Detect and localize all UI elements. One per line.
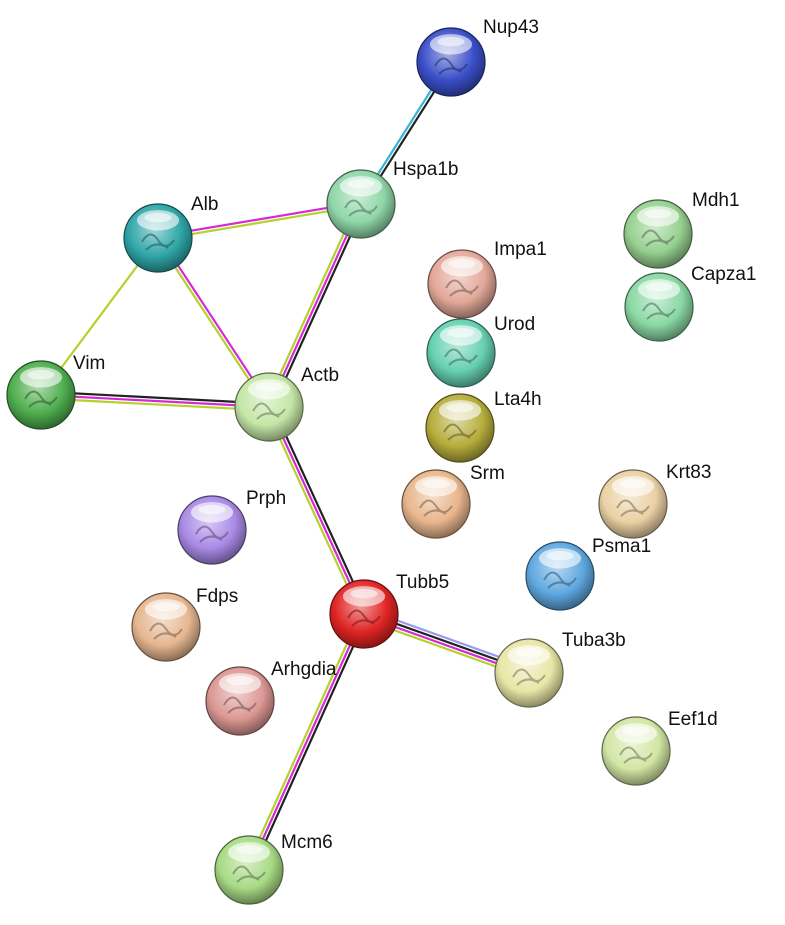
edge-evidence-line [270, 204, 366, 410]
protein-structure-icon [444, 348, 478, 366]
node-lta4h[interactable]: Lta4h [425, 389, 542, 463]
edge-evidence-line [251, 614, 369, 873]
sphere-shine [235, 844, 263, 855]
node-krt83[interactable]: Krt83 [598, 462, 711, 539]
protein-structure-icon [252, 402, 286, 420]
protein-structure-icon [419, 499, 453, 517]
protein-structure-icon [232, 865, 266, 883]
node-label-mcm6: Mcm6 [281, 832, 333, 853]
protein-structure-icon [443, 423, 477, 441]
sphere-shine [152, 601, 180, 612]
sphere-shine [645, 281, 673, 292]
protein-structure-icon [141, 233, 175, 251]
sphere-shine [347, 178, 375, 189]
sphere-shine [226, 675, 254, 686]
node-label-prph: Prph [246, 488, 286, 509]
node-hspa1b[interactable]: Hspa1b [326, 159, 459, 239]
node-vim[interactable]: Vim [6, 353, 105, 430]
node-label-urod: Urod [494, 314, 535, 335]
sphere-shine [446, 402, 474, 413]
node-label-krt83: Krt83 [666, 462, 711, 483]
sphere-shine [437, 36, 465, 47]
node-capza1[interactable]: Capza1 [624, 264, 757, 342]
edge-evidence-line [270, 404, 369, 614]
edge-actb-tubb5 [264, 404, 369, 617]
sphere-shine [447, 327, 475, 338]
node-actb[interactable]: Actb [234, 365, 339, 442]
node-eef1d[interactable]: Eef1d [601, 709, 718, 786]
node-label-srm: Srm [470, 463, 505, 484]
sphere-shine [448, 258, 476, 269]
node-tuba3b[interactable]: Tuba3b [494, 630, 626, 708]
edge-evidence-line [39, 397, 270, 412]
node-label-nup43: Nup43 [483, 17, 539, 38]
node-arhgdia[interactable]: Arhgdia [205, 659, 337, 736]
edges-layer [39, 59, 532, 873]
protein-structure-icon [543, 571, 577, 589]
edge-evidence-line [267, 202, 363, 409]
protein-structure-icon [149, 622, 183, 640]
sphere-shine [198, 504, 226, 515]
edge-evidence-line [264, 407, 363, 617]
edge-tubb5-mcm6 [244, 611, 369, 873]
node-label-fdps: Fdps [196, 586, 238, 607]
node-label-eef1d: Eef1d [668, 709, 718, 730]
node-label-mdh1: Mdh1 [692, 190, 740, 211]
sphere-shine [644, 208, 672, 219]
node-label-actb: Actb [301, 365, 339, 386]
sphere-shine [619, 478, 647, 489]
node-mcm6[interactable]: Mcm6 [214, 832, 333, 905]
node-label-psma1: Psma1 [592, 536, 651, 557]
sphere-shine [27, 369, 55, 380]
protein-structure-icon [445, 279, 479, 297]
node-label-vim: Vim [73, 353, 105, 374]
protein-structure-icon [641, 229, 675, 247]
node-nup43[interactable]: Nup43 [416, 17, 539, 97]
protein-structure-icon [512, 668, 546, 686]
protein-structure-icon [434, 57, 468, 75]
sphere-shine [255, 381, 283, 392]
edge-evidence-line [267, 405, 366, 616]
protein-structure-icon [642, 302, 676, 320]
protein-structure-icon [24, 390, 58, 408]
protein-structure-icon [619, 746, 653, 764]
sphere-shine [546, 550, 574, 561]
protein-structure-icon [347, 609, 381, 627]
node-urod[interactable]: Urod [426, 314, 535, 388]
node-alb[interactable]: Alb [123, 194, 218, 273]
edge-evidence-line [264, 201, 360, 407]
node-label-alb: Alb [191, 194, 218, 215]
edge-evidence-line [39, 393, 271, 409]
edge-evidence-line [247, 612, 366, 872]
sphere-shine [622, 725, 650, 736]
node-label-capza1: Capza1 [691, 264, 757, 285]
edge-evidence-line [244, 611, 362, 870]
sphere-shine [350, 588, 378, 599]
sphere-shine [144, 212, 172, 223]
node-label-tubb5: Tubb5 [396, 572, 449, 593]
node-label-lta4h: Lta4h [494, 389, 542, 410]
edge-vim-actb [39, 390, 271, 412]
node-label-hspa1b: Hspa1b [393, 159, 459, 180]
node-prph[interactable]: Prph [177, 488, 286, 565]
node-mdh1[interactable]: Mdh1 [623, 190, 740, 269]
node-label-tuba3b: Tuba3b [562, 630, 626, 651]
edge-hspa1b-actb [264, 201, 366, 410]
protein-structure-icon [616, 499, 650, 517]
protein-structure-icon [344, 199, 378, 217]
edge-evidence-line [40, 390, 271, 405]
sphere-shine [515, 647, 543, 658]
sphere-shine [422, 478, 450, 489]
protein-structure-icon [195, 525, 229, 543]
node-impa1[interactable]: Impa1 [427, 239, 547, 319]
node-label-impa1: Impa1 [494, 239, 547, 260]
node-fdps[interactable]: Fdps [131, 586, 238, 662]
node-psma1[interactable]: Psma1 [525, 536, 651, 611]
node-tubb5[interactable]: Tubb5 [329, 572, 449, 649]
node-label-arhgdia: Arhgdia [271, 659, 337, 680]
node-srm[interactable]: Srm [401, 463, 505, 539]
protein-structure-icon [223, 696, 257, 714]
